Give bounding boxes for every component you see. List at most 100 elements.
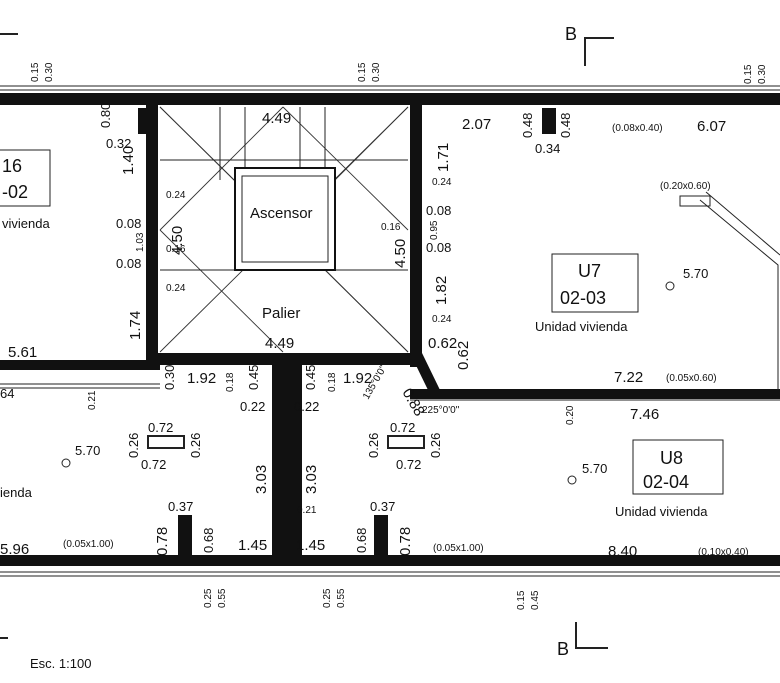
unit-u8-level: 5.70 xyxy=(582,461,607,476)
dim-label: 0.37 xyxy=(168,499,193,514)
dim-label: 1.45 xyxy=(296,537,325,554)
north-wall xyxy=(0,93,780,105)
dim-label: (0.10x0.40) xyxy=(698,547,749,558)
dim-label: 0.72 xyxy=(141,457,166,472)
dim-label: 0.15 xyxy=(30,62,41,82)
dim-label: 3.03 xyxy=(253,465,270,494)
dim-label: 1.40 xyxy=(120,146,137,175)
unit-u8-code: 02-04 xyxy=(643,472,689,492)
level-marker-icon xyxy=(61,458,71,468)
dim-label: 0.45 xyxy=(530,590,541,610)
dim-label: 0.48 xyxy=(520,113,535,138)
dim-label: 0.45 xyxy=(246,365,261,390)
core-width-bottom: 4.49 xyxy=(265,335,294,352)
unit-u6: 16 -02 vivienda xyxy=(0,149,51,231)
dim-label: 0.24 xyxy=(432,177,452,188)
dim-label: 0.22 xyxy=(240,399,265,414)
dim-label: 0.15 xyxy=(743,64,754,84)
dim-label: 0.78 xyxy=(154,527,171,556)
unit-u7-level: 5.70 xyxy=(683,266,708,281)
level-marker-icon xyxy=(665,281,675,291)
dim-label: 0.37 xyxy=(370,499,395,514)
dim-label: 0.26 xyxy=(188,433,203,458)
dim-label: 1.92 xyxy=(343,370,372,387)
section-label-top: B xyxy=(565,24,577,44)
unit-u8-id: U8 xyxy=(660,448,683,468)
dim-label: 0.72 xyxy=(148,420,173,435)
unit-u7-name: Unidad vivienda xyxy=(535,319,628,334)
core-wall-bottom xyxy=(146,353,422,365)
top-facade xyxy=(0,85,780,105)
section-marker-bottom: B xyxy=(557,622,608,659)
dim-label: (0.05x1.00) xyxy=(63,539,114,550)
dim-label: 0.25 xyxy=(322,588,333,608)
dim-label: 1.03 xyxy=(135,232,146,252)
dim-label: 0.24 xyxy=(166,283,186,294)
dimension-labels: 0.80 0.32 1.40 0.24 0.08 4.50 0.16 1.03 … xyxy=(0,62,768,610)
dim-label: 0.16 xyxy=(381,222,401,233)
dim-label: 6.07 xyxy=(697,118,726,135)
dim-label: (0.05x0.60) xyxy=(666,373,717,384)
dim-label: 0.68 xyxy=(201,528,216,553)
landing-label: Palier xyxy=(262,305,300,322)
dim-label: 0.55 xyxy=(336,588,347,608)
dim-label: 0.78 xyxy=(397,527,414,556)
level-marker-icon xyxy=(567,475,577,485)
dim-label: 0.08 xyxy=(426,240,451,255)
dim-label: 0.16 xyxy=(166,244,186,255)
bottom-facade xyxy=(0,555,780,577)
dim-label: (0.08x0.40) xyxy=(612,123,663,134)
central-party-wall xyxy=(272,360,302,560)
unit-u7-id: U7 xyxy=(578,261,601,281)
angled-wall xyxy=(410,353,440,390)
elevator: Ascensor xyxy=(234,167,336,271)
dim-label: 5.96 xyxy=(0,541,29,558)
dim-label: 0.30 xyxy=(757,64,768,84)
dim-label: 0.22 xyxy=(294,399,319,414)
dim-label: 1.74 xyxy=(127,311,144,340)
dim-label: 2.07 xyxy=(462,116,491,133)
column xyxy=(387,435,425,449)
dim-label: 1.92 xyxy=(187,370,216,387)
unit-u8-name: Unidad vivienda xyxy=(615,504,708,519)
dim-label: 0.62 xyxy=(455,341,472,370)
dim-label: 3.03 xyxy=(303,465,320,494)
unit-u8: U8 02-04 Unidad vivienda 5.70 xyxy=(567,439,724,519)
dim-label: 0.18 xyxy=(225,372,236,392)
dim-label: 0.68 xyxy=(354,528,369,553)
core-width-top: 4.49 xyxy=(262,110,291,127)
dim-label: 4.50 xyxy=(169,226,186,255)
dim-label: 0.08 xyxy=(116,256,141,271)
dim-label: 0.55 xyxy=(217,588,228,608)
dim-label: 0.20 xyxy=(565,405,576,425)
section-marker-top: B xyxy=(565,24,614,66)
south-wall xyxy=(0,555,780,566)
dim-label: 0.30 xyxy=(371,62,382,82)
unit-u6-code: -02 xyxy=(2,182,28,202)
core-wall-left xyxy=(146,105,158,367)
dim-label: 0.26 xyxy=(428,433,443,458)
column xyxy=(542,108,556,134)
dim-label: 7.46 xyxy=(630,406,659,423)
dim-label: 0.08 xyxy=(426,203,451,218)
dim-label: 0.15 xyxy=(357,62,368,82)
dim-label: 0.15 xyxy=(516,590,527,610)
dim-label: 5.61 xyxy=(8,344,37,361)
column xyxy=(178,515,192,557)
core-wall-right xyxy=(410,105,422,367)
corridor-wall-right xyxy=(410,389,780,399)
unit-u5-level: 5.70 xyxy=(75,443,100,458)
dim-label: 0.34 xyxy=(535,141,560,156)
unit-u7: U7 02-03 Unidad vivienda 5.70 xyxy=(535,253,708,334)
dim-label: 0.18 xyxy=(327,372,338,392)
column xyxy=(374,515,388,557)
dim-label: 1.71 xyxy=(435,143,452,172)
dim-label: 7.22 xyxy=(614,369,643,386)
unit-u7-code: 02-03 xyxy=(560,288,606,308)
balcony-rail xyxy=(679,195,711,207)
dim-label: 0.21 xyxy=(297,505,317,516)
dim-label: 0.45 xyxy=(303,365,318,390)
dim-label: 0.72 xyxy=(390,420,415,435)
dim-label: (0.05x1.00) xyxy=(433,543,484,554)
